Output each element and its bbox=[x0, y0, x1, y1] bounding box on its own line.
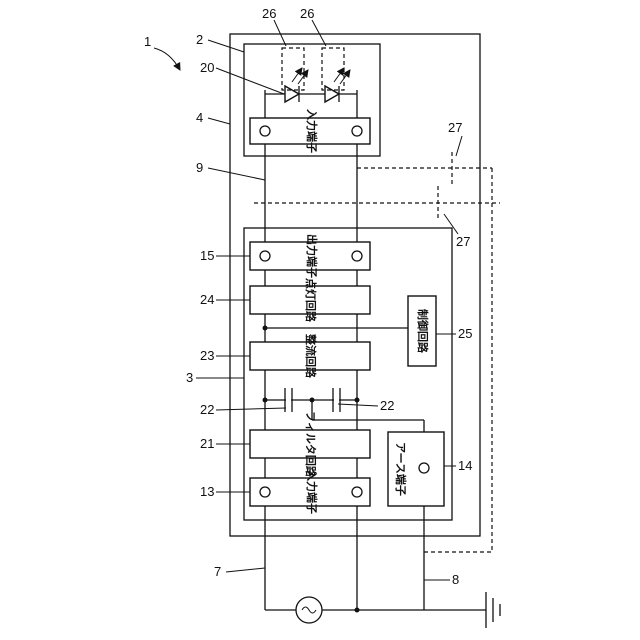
ref-7: 7 bbox=[214, 564, 221, 579]
junction-dot bbox=[263, 326, 268, 331]
junction-dot bbox=[310, 398, 315, 403]
control-circuit-label: 制御回路 bbox=[416, 309, 430, 354]
terminal-circle bbox=[352, 126, 362, 136]
ref-15: 15 bbox=[200, 248, 214, 263]
ref-25: 25 bbox=[458, 326, 472, 341]
terminal-circle bbox=[352, 487, 362, 497]
ref-26b: 26 bbox=[300, 6, 314, 21]
ref-9: 9 bbox=[196, 160, 203, 175]
terminal-circle bbox=[260, 251, 270, 261]
ref-13: 13 bbox=[200, 484, 214, 499]
led-right-icon bbox=[325, 68, 350, 102]
earth-terminal-label: アース端子 bbox=[394, 442, 408, 496]
ref-4: 4 bbox=[196, 110, 203, 125]
led-input-terminal-label: 入力端子 bbox=[305, 109, 319, 153]
ref-8: 8 bbox=[452, 572, 459, 587]
earth-terminal-circle bbox=[419, 463, 429, 473]
ref-27a: 27 bbox=[448, 120, 462, 135]
input-terminal-label: 入力端子 bbox=[305, 470, 319, 514]
terminal-circle bbox=[260, 487, 270, 497]
ref-14: 14 bbox=[458, 458, 472, 473]
ref-27b: 27 bbox=[456, 234, 470, 249]
junction-dot bbox=[355, 608, 360, 613]
junction-dot bbox=[355, 398, 360, 403]
terminal-circle bbox=[260, 126, 270, 136]
ref-3: 3 bbox=[186, 370, 193, 385]
ref-2: 2 bbox=[196, 32, 203, 47]
rectifier-circuit-label: 整流回路 bbox=[304, 333, 318, 379]
ref-24: 24 bbox=[200, 292, 214, 307]
ref-22a: 22 bbox=[200, 402, 214, 417]
ref-23: 23 bbox=[200, 348, 214, 363]
junction-dot bbox=[263, 398, 268, 403]
output-terminal-label: 出力端子 bbox=[305, 234, 319, 278]
ref-21: 21 bbox=[200, 436, 214, 451]
filter-circuit-label: フィルタ回路 bbox=[304, 411, 318, 478]
ref-20: 20 bbox=[200, 60, 214, 75]
ref-22b: 22 bbox=[380, 398, 394, 413]
terminal-circle bbox=[352, 251, 362, 261]
lighting-circuit-label: 点灯回路 bbox=[304, 278, 318, 323]
ground-icon bbox=[486, 592, 500, 628]
ref-26a: 26 bbox=[262, 6, 276, 21]
ref-1-arrow bbox=[154, 48, 180, 70]
ref-1: 1 bbox=[144, 34, 151, 49]
